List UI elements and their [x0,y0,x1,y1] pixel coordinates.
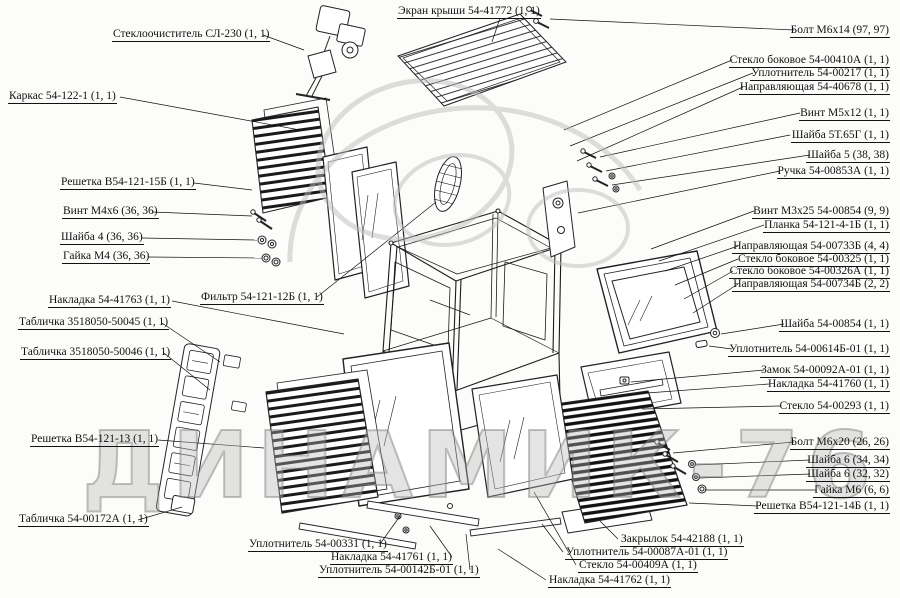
label-trim-41762[interactable]: Накладка 54-41762 (1, 1) [548,574,671,588]
label-seal-00087a[interactable]: Уплотнитель 54-00087А-01 (1, 1) [565,546,729,560]
side-glass-bottom-part [471,374,574,498]
label-washer-4[interactable]: Шайба 4 (36, 36) [60,231,144,245]
top-bolts-part [526,6,550,29]
label-bar-121-4-1b[interactable]: Планка 54-121-4-1Б (1, 1) [763,219,890,233]
filter-part [433,156,463,212]
label-guide-40678[interactable]: Направляющая 54-40678 (1, 1) [738,81,890,95]
label-screw-m3x25[interactable]: Винт М3х25 54-00854 (9, 9) [752,205,890,219]
label-nut-m6[interactable]: Гайка М6 (6, 6) [813,484,890,498]
label-filter[interactable]: Фильтр 54-121-12Б (1, 1) [200,291,324,305]
label-bolt-m6x20[interactable]: Болт М6х20 (26, 26) [789,436,890,450]
roof-screen-part [397,13,567,107]
label-glass-00409a[interactable]: Стекло 54-00409А (1, 1) [578,559,698,573]
label-nut-m4[interactable]: Гайка М4 (36, 36) [62,250,151,264]
label-seal-00614b[interactable]: Уплотнитель 54-00614Б-01 (1, 1) [728,343,890,357]
label-guide-00734b[interactable]: Направляющая 54-00734Б (2, 2) [732,278,890,292]
label-washer-5[interactable]: Шайба 5 (38, 38) [806,149,890,163]
bottom-strips-part [298,500,562,550]
label-plate-50046[interactable]: Табличка 3518050-50046 (1, 1) [20,346,172,360]
label-roof-screen[interactable]: Экран крыши 54-41772 (1, 1) [397,5,541,19]
label-side-glass-00410a[interactable]: Стекло боковое 54-00410А (1, 1) [728,54,890,68]
label-trim-41760[interactable]: Накладка 54-41760 (1, 1) [767,378,890,392]
fasteners-left-part [250,209,281,267]
label-seal-00217[interactable]: Уплотнитель 54-00217 (1, 1) [750,67,890,81]
label-screw-m4x6[interactable]: Винт М4х6 (36, 36) [62,205,159,219]
right-window-frame-part [596,250,720,354]
label-lock-00092a[interactable]: Замок 54-00092А-01 (1, 1) [760,364,890,378]
grille-bottom-right-part [548,390,688,524]
label-washer-00854[interactable]: Шайба 54-00854 (1, 1) [779,318,890,332]
label-grille-121-14b[interactable]: Решетка В54-121-14Б (1, 1) [754,500,890,514]
wiper-part [295,5,366,101]
label-washer-6-34[interactable]: Шайба 6 (34, 34) [806,454,890,468]
label-bolt-m6x14[interactable]: Болт М6х14 (97, 97) [789,24,890,38]
plates-strip-part [155,343,247,517]
fasteners-right-part [654,439,707,494]
label-flap-42188[interactable]: Закрылок 54-42188 (1, 1) [620,533,744,547]
label-handle-00853a[interactable]: Ручка 54-00853А (1, 1) [776,165,890,179]
label-grille-15b[interactable]: Решетка В54-121-15Б (1, 1) [60,176,196,190]
label-guide-00733b[interactable]: Направляющая 54-00733Б (4, 4) [732,240,890,254]
label-frame[interactable]: Каркас 54-122-1 (1, 1) [8,90,117,104]
label-washer-6-32[interactable]: Шайба 6 (32, 32) [806,468,890,482]
label-screw-m5x12[interactable]: Винт М5х12 (1, 1) [799,107,890,121]
label-side-glass-00325[interactable]: Стекло боковое 54-00325 (1, 1) [736,253,890,267]
label-side-glass-00326a[interactable]: Стекло боковое 54-00326А (1, 1) [728,265,890,279]
label-plate-50045[interactable]: Табличка 3518050-50045 (1, 1) [18,316,170,330]
watermark-circles [287,78,643,268]
label-grille-121-13[interactable]: Решетка В54-121-13 (1, 1) [30,433,160,447]
label-seal-00331[interactable]: Уплотнитель 54-00331 (1, 1) [248,538,388,552]
label-trim-41763[interactable]: Накладка 54-41763 (1, 1) [48,294,171,308]
side-glasses-left-part [322,146,410,299]
label-glass-00293[interactable]: Стекло 54-00293 (1, 1) [778,400,890,414]
label-wiper[interactable]: Стеклоочиститель СЛ-230 (1, 1) [112,28,271,42]
handle-plate-part [542,180,576,258]
grille-bottom-left-part [265,369,388,514]
screws-right-part [580,148,620,193]
label-plate-00172a[interactable]: Табличка 54-00172А (1, 1) [18,513,149,527]
label-trim-41761[interactable]: Накладка 54-41761 (1, 1) [330,551,453,565]
label-washer-5t65g[interactable]: Шайба 5Т.65Г (1, 1) [790,129,890,143]
label-seal-00142b[interactable]: Уплотнитель 54-00142Б-01 (1, 1) [318,564,480,578]
